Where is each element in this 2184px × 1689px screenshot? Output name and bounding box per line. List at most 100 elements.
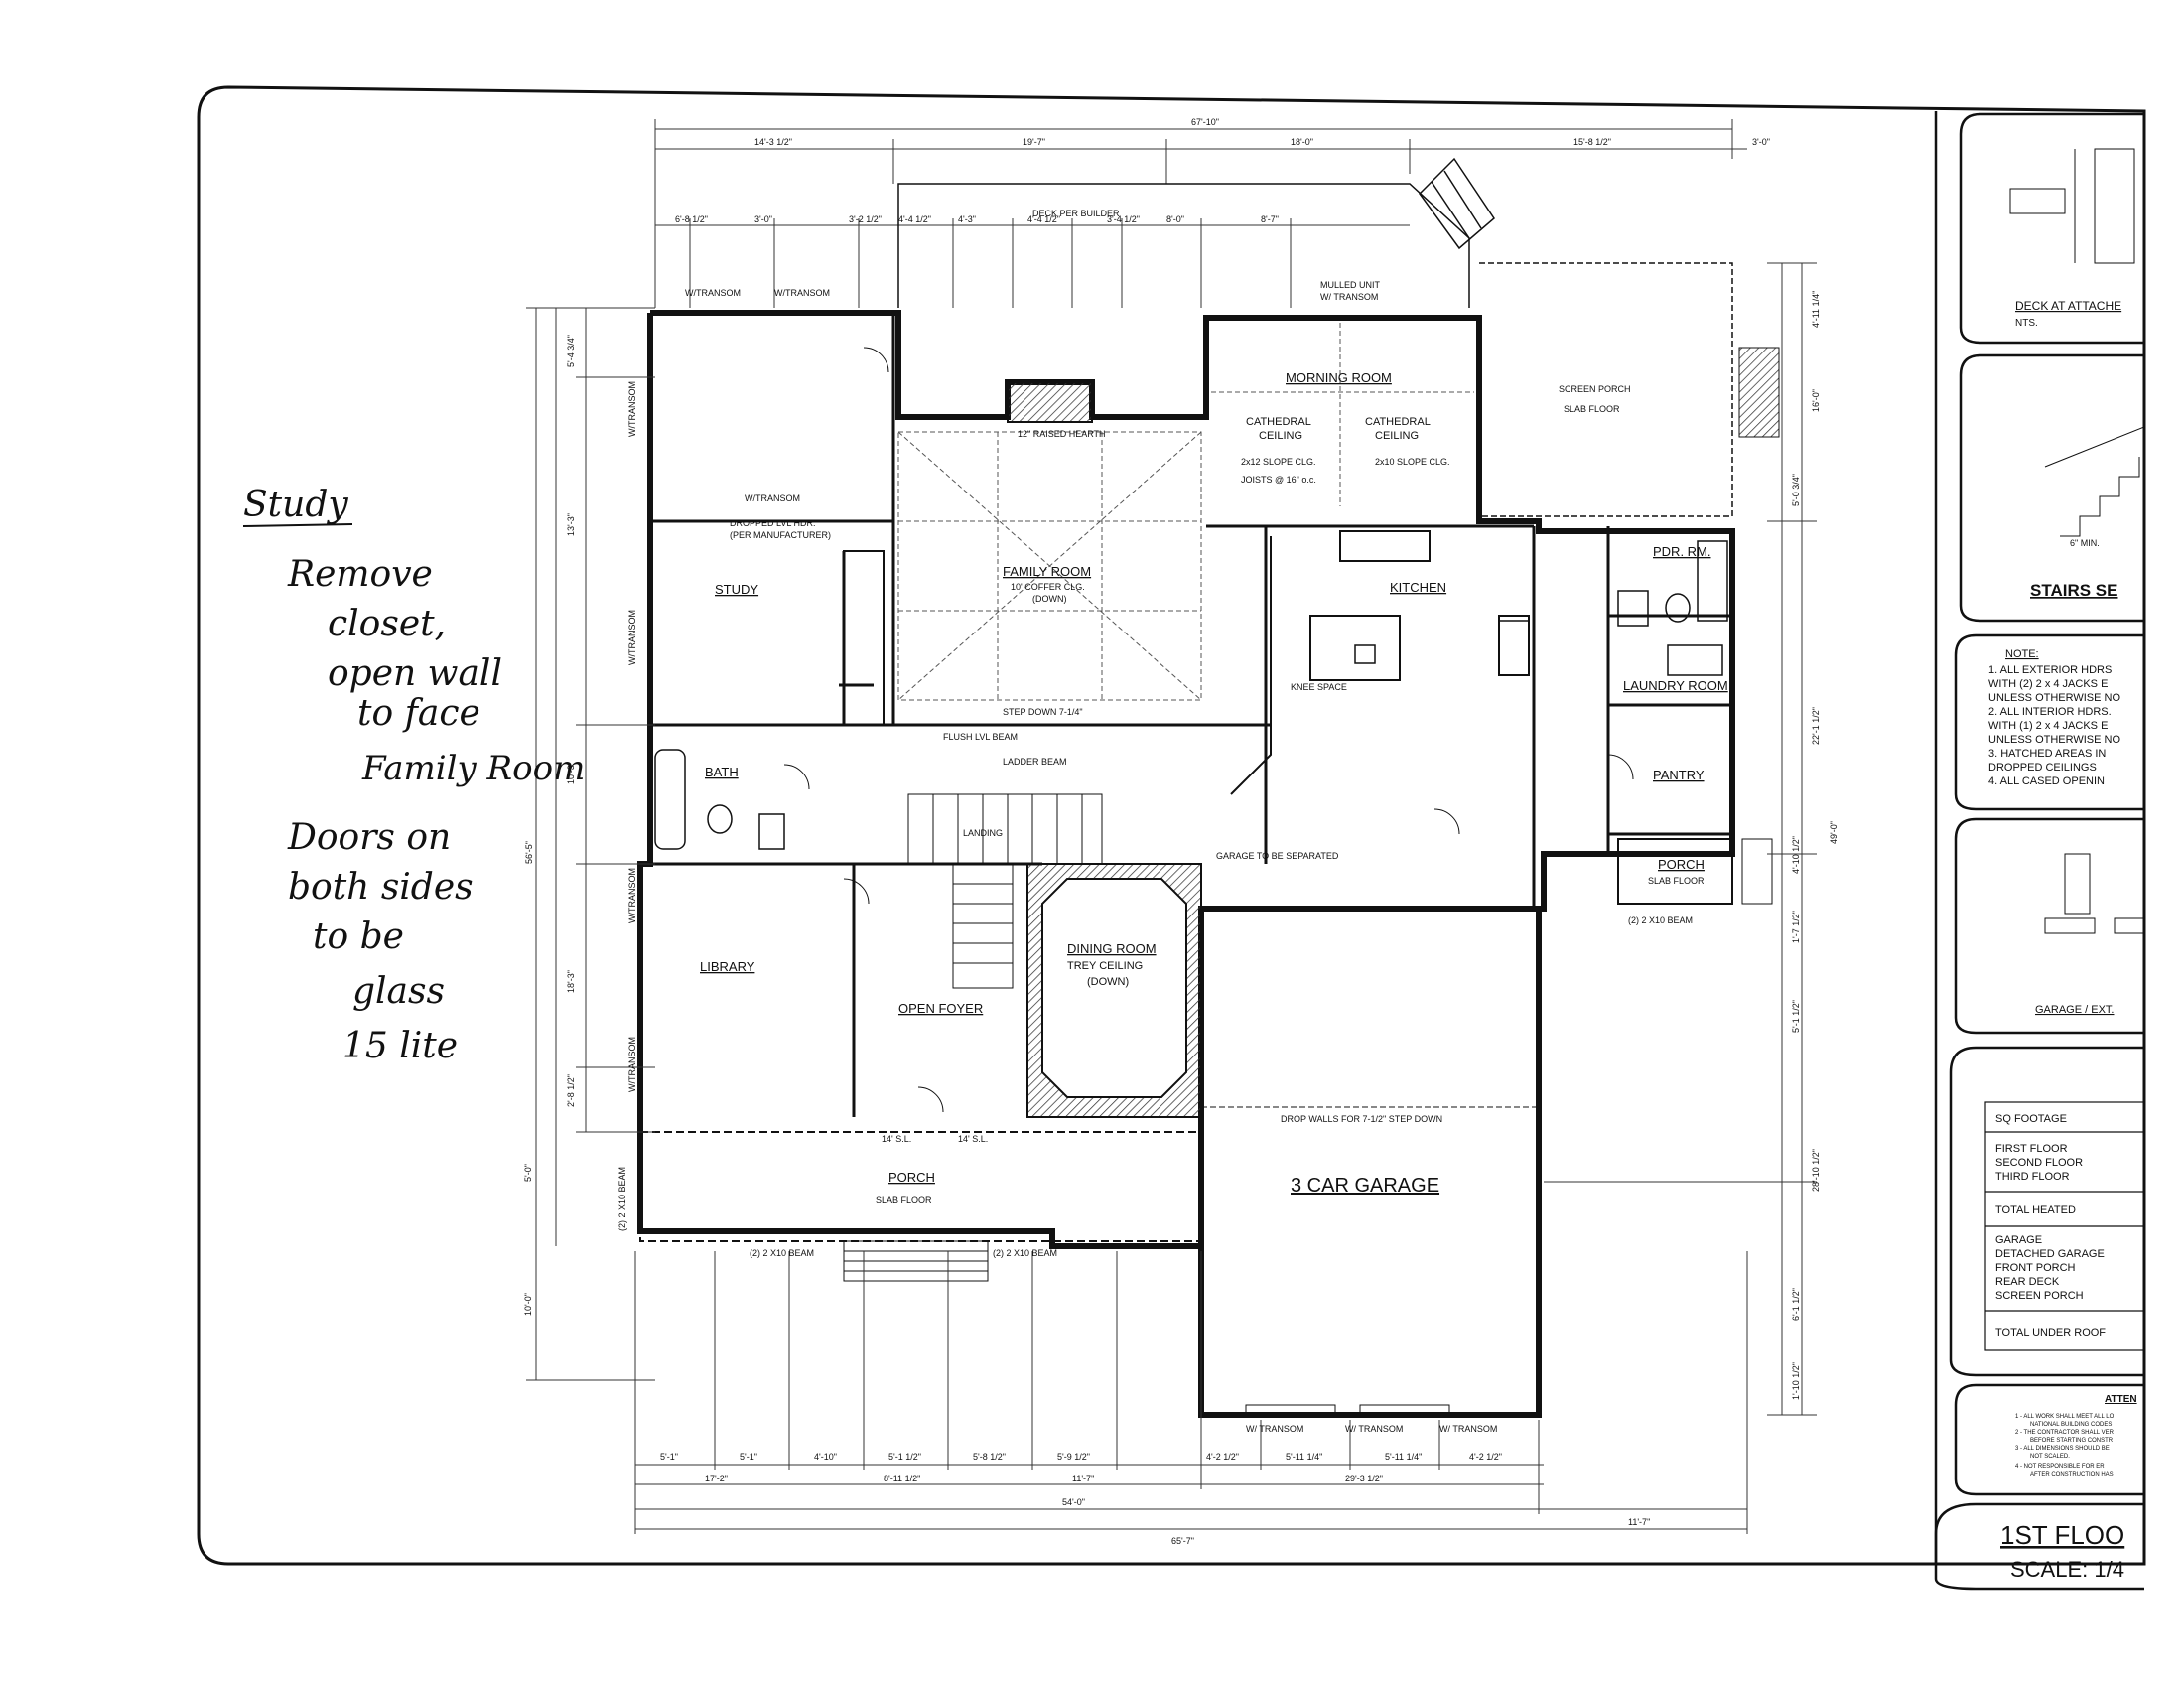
tb-attn-3b: NOT SCALED. (2030, 1454, 2070, 1460)
dim-top-5: 3'-0" (1752, 137, 1770, 147)
dining-down: (DOWN) (1087, 976, 1129, 988)
dim-bottom-13: 11'-7" (1072, 1474, 1094, 1483)
transom-study: W/TRANSOM (745, 493, 800, 503)
dim-row-g: 3'-4 1/2" (1107, 214, 1140, 224)
dim-top-3: 18'-0" (1291, 137, 1313, 147)
tb-attn-3: 3 - ALL DIMENSIONS SHOULD BE (2015, 1446, 2110, 1452)
laundry-washer (1667, 644, 1723, 676)
garage-transom-3: W/ TRANSOM (1439, 1424, 1497, 1434)
dim-right-5: 49'-0" (1829, 821, 1839, 844)
tb-attention: ATTEN (2105, 1394, 2137, 1405)
dim-bottom-16: 11'-7" (1628, 1517, 1650, 1527)
dim-bottom-9: 5'-11 1/4" (1385, 1452, 1422, 1462)
tb-second-floor: SECOND FLOOR (1995, 1157, 2083, 1169)
deck-detail-sketch (2009, 148, 2135, 264)
garage-separated: GARAGE TO BE SEPARATED (1216, 851, 1339, 861)
family-room-coffer (897, 431, 1202, 701)
tb-sheet-title: 1ST FLOO (2000, 1520, 2124, 1550)
handwritten-notes: Study Remove closet, open wall to face F… (242, 485, 585, 1066)
beam-porch-left: (2) 2 X10 BEAM (750, 1248, 814, 1258)
dim-overall-top: 67'-10" (1191, 117, 1219, 127)
bath-toilet (707, 804, 733, 834)
front-porch-floor: SLAB FLOOR (876, 1196, 932, 1205)
hand-line-8: to be (313, 916, 404, 957)
garage-transom-1: W/ TRANSOM (1246, 1424, 1303, 1434)
dim-row-f: 4'-4 1/2" (1027, 214, 1060, 224)
study-label: STUDY (715, 582, 758, 597)
tb-first-floor: FIRST FLOOR (1995, 1143, 2068, 1155)
dim-bottom-3: 4'-10" (814, 1452, 837, 1462)
tb-scale: SCALE: 1/4 (2010, 1557, 2124, 1582)
tb-note-2c: UNLESS OTHERWISE NO (1988, 734, 2120, 746)
per-mfr-note: (PER MANUFACTURER) (730, 530, 831, 540)
flush-lvl-beam: FLUSH LVL BEAM (943, 732, 1018, 742)
mulled-transom: W/ TRANSOM (1320, 292, 1378, 302)
ladder-beam: LADDER BEAM (1003, 757, 1067, 767)
tb-front-porch: FRONT PORCH (1995, 1262, 2076, 1274)
transom-top-1: W/TRANSOM (685, 288, 741, 298)
tb-note-2b: WITH (1) 2 x 4 JACKS E (1988, 720, 2108, 732)
open-foyer-label: OPEN FOYER (898, 1001, 983, 1016)
tb-note-1b: WITH (2) 2 x 4 JACKS E (1988, 678, 2108, 690)
sheet-border (197, 85, 2146, 1566)
morning-room-ceiling (1211, 323, 1474, 506)
dim-left-2: 13'-3" (566, 513, 576, 536)
cathedral-ceiling-2b: CEILING (1375, 430, 1419, 442)
beam-porch-right: (2) 2 X10 BEAM (993, 1248, 1057, 1258)
transom-top-2: W/TRANSOM (774, 288, 830, 298)
tb-notes-heading: NOTE: (2005, 648, 2039, 660)
tb-attn-2b: BEFORE STARTING CONSTR (2030, 1438, 2114, 1444)
dim-left-3: 10'-3" (566, 762, 576, 784)
screen-porch-label: SCREEN PORCH (1559, 384, 1631, 394)
top-dimension-lines (654, 119, 1747, 308)
dim-right-1: 4'-11 1/4" (1811, 291, 1821, 328)
bath-tub (654, 749, 686, 850)
hand-heading: Study (243, 485, 348, 525)
deck-outline (897, 183, 1470, 308)
tb-third-floor: THIRD FLOOR (1995, 1171, 2070, 1183)
hand-line-4: to face (357, 693, 480, 734)
tb-deck-nts: NTS. (2015, 318, 2038, 329)
beam-rear: (2) 2 X10 BEAM (1628, 915, 1693, 925)
door-swings (783, 347, 1634, 1113)
tb-note-4: 4. ALL CASED OPENIN (1988, 775, 2105, 787)
pdr-room-label: PDR. RM. (1653, 544, 1711, 559)
dim-row-e: 4'-3" (958, 214, 976, 224)
dim-row-h: 8'-0" (1166, 214, 1184, 224)
dim-bottom-12: 8'-11 1/2" (884, 1474, 920, 1483)
hand-line-2: closet, (328, 604, 446, 644)
garage-walls (1198, 906, 1542, 1418)
dim-bottom-11: 17'-2" (705, 1474, 728, 1483)
step-down: STEP DOWN 7-1/4" (1003, 707, 1083, 717)
dim-right-4: 22'-1 1/2" (1811, 707, 1821, 745)
tb-attn-1b: NATIONAL BUILDING CODES (2030, 1422, 2112, 1428)
main-stair (907, 793, 1103, 989)
dim-bottom-4: 5'-1 1/2" (888, 1452, 921, 1462)
rear-porch-outline (1617, 838, 1733, 905)
tb-screen-porch: SCREEN PORCH (1995, 1290, 2084, 1302)
right-dimension-lines (1544, 262, 1817, 1416)
tb-garage-ext: GARAGE / EXT. (2035, 1004, 2114, 1016)
hand-line-6: Doors on (287, 817, 451, 858)
tb-attn-1: 1 - ALL WORK SHALL MEET ALL LO (2015, 1414, 2115, 1420)
tb-note-3b: DROPPED CEILINGS (1988, 762, 2097, 774)
sl-1: 14' S.L. (882, 1134, 911, 1144)
bath-vanity (758, 813, 785, 850)
dim-bottom-14: 29'-3 1/2" (1345, 1474, 1383, 1483)
dim-left-6: 5'-0" (523, 1164, 533, 1182)
dining-room-trey (1041, 878, 1187, 1098)
hand-line-7: both sides (288, 867, 474, 908)
dim-right-10: 6'-1 1/2" (1791, 1288, 1801, 1321)
bath-label: BATH (705, 765, 739, 779)
front-porch-steps (843, 1240, 989, 1282)
kitchen-label: KITCHEN (1390, 580, 1446, 595)
dim-row-b: 3'-0" (754, 214, 772, 224)
dim-bottom-5: 5'-8 1/2" (973, 1452, 1006, 1462)
sq-footage-table (1984, 1101, 2145, 1351)
tb-attn-2: 2 - THE CONTRACTOR SHALL VER (2015, 1430, 2115, 1436)
screen-porch-outline (1479, 262, 1733, 517)
hand-line-1: Remove (287, 554, 433, 595)
morning-room-label: MORNING ROOM (1286, 370, 1392, 385)
dim-left-overall: 56'-5" (524, 841, 534, 864)
